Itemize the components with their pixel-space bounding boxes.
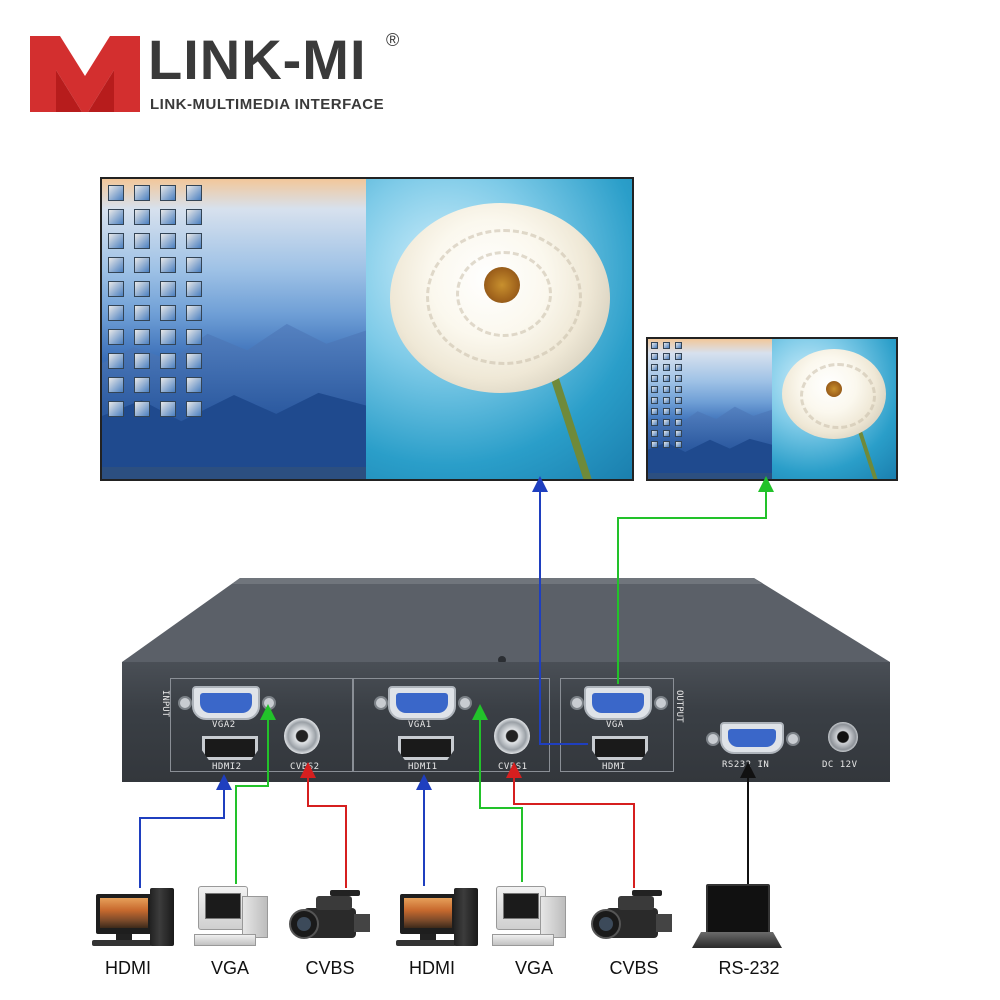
source-label-vga-2: VGA (514, 958, 553, 978)
cvbs2-port[interactable] (284, 718, 320, 754)
desktop-icons-small (651, 342, 682, 448)
main-display-screen (100, 177, 634, 481)
dc-label: DC 12V (822, 760, 858, 770)
brand-logo (30, 28, 410, 118)
device-top-cover (122, 578, 890, 664)
source-label-vga-1: VGA (210, 958, 249, 978)
hdmi2-port[interactable] (202, 736, 258, 760)
hdmi-source-pc-2 (392, 884, 482, 954)
vga1-input-line (472, 704, 523, 882)
hdmi-source-pc-1 (88, 884, 178, 954)
vga2-input-line (235, 704, 276, 884)
vga-output-label: VGA (606, 720, 624, 730)
desktop-wallpaper-small (648, 339, 772, 479)
vga-output-port[interactable] (584, 686, 652, 720)
registered-mark: ® (386, 30, 400, 50)
vga2-port[interactable] (192, 686, 260, 720)
desktop-wallpaper (102, 179, 366, 479)
hdmi-output-port[interactable] (592, 736, 648, 760)
vga-source-pc-1 (192, 882, 272, 954)
brand-name: LINK-MI (148, 28, 367, 91)
input-2-group (170, 678, 354, 772)
vga2-label: VGA2 (212, 720, 236, 730)
source-label-cvbs-1: CVBS (305, 958, 355, 978)
input-label: INPUT (160, 690, 170, 718)
vga1-port[interactable] (388, 686, 456, 720)
hdmi-output-label: HDMI (602, 762, 626, 772)
input-1-group (352, 678, 550, 772)
camcorder-icon (289, 890, 370, 939)
rs232-port[interactable] (720, 722, 784, 754)
hdmi1-port[interactable] (398, 736, 454, 760)
hdmi-output-line (532, 476, 588, 745)
cvbs-source-camcorder-1 (286, 886, 376, 952)
source-label-cvbs-2: CVBS (609, 958, 659, 978)
desktop-icons (108, 185, 202, 417)
source-label-rs232: RS-232 (718, 958, 780, 978)
cvbs1-port[interactable] (494, 718, 530, 754)
output-label: OUTPUT (674, 690, 684, 723)
cvbs-source-camcorder-2 (588, 886, 678, 952)
cvbs1-input-line (506, 762, 635, 888)
secondary-display-screen (646, 337, 898, 481)
dc-power-jack[interactable] (828, 722, 858, 752)
flower-picture-small (772, 339, 896, 479)
brand-tagline: LINK-MULTIMEDIA INTERFACE (150, 96, 385, 113)
hdmi1-label: HDMI1 (408, 762, 438, 772)
desktop-taskbar (102, 467, 366, 479)
vga-output-line (617, 476, 774, 684)
rs232-source-laptop (686, 882, 786, 954)
vga1-label: VGA1 (408, 720, 432, 730)
hdmi2-label: HDMI2 (212, 762, 242, 772)
link-mi-logo-mark-icon (30, 36, 140, 112)
camcorder-icon (591, 890, 672, 939)
flower-picture (366, 179, 632, 479)
vga-source-pc-2 (490, 882, 570, 954)
hdmi2-input-line (139, 774, 232, 888)
source-label-hdmi-2: HDMI (409, 958, 455, 978)
cvbs2-input-line (300, 762, 347, 888)
source-label-hdmi-1: HDMI (105, 958, 151, 978)
